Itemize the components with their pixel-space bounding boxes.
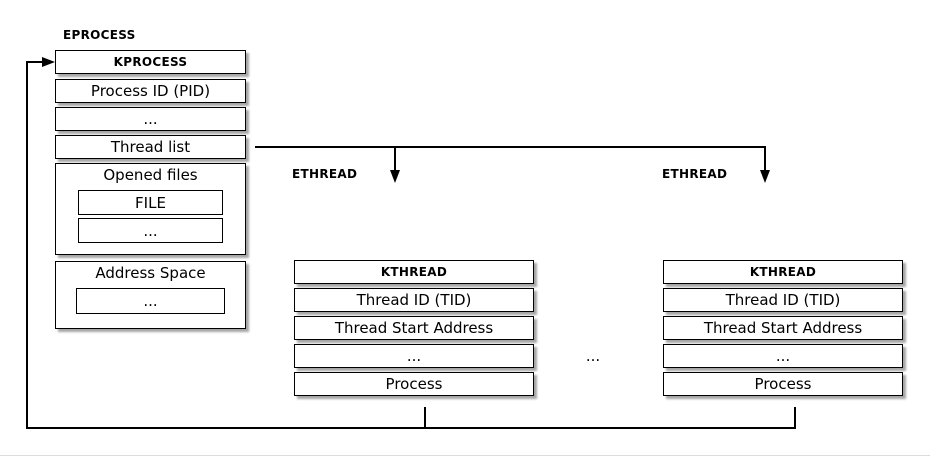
ethread-right-row-ellipsis: ... (663, 344, 903, 368)
eprocess-row-ellipsis: ... (55, 107, 246, 131)
opened-files-title: Opened files (103, 166, 198, 184)
address-space-group: Address Space ... (55, 261, 246, 329)
eprocess-row-thread-list: Thread list (55, 135, 246, 159)
kprocess-arrowhead-icon (42, 57, 55, 67)
ethread-right-row-kthread: KTHREAD (663, 260, 903, 284)
address-space-ellipsis-cell: ... (76, 288, 225, 314)
eprocess-row-kprocess: KPROCESS (55, 50, 246, 74)
process-left-stub-line (424, 407, 426, 428)
address-space-title: Address Space (95, 264, 206, 282)
eprocess-label: EPROCESS (63, 28, 136, 42)
kprocess-text: KPROCESS (113, 55, 188, 69)
ethread-left-drop-line (394, 146, 396, 172)
threads-ellipsis: ... (585, 347, 601, 365)
ethread-left-row-tid: Thread ID (TID) (294, 288, 534, 312)
eprocess-row-pid: Process ID (PID) (55, 79, 246, 103)
loop-arrow-segment-line (26, 61, 43, 63)
opened-files-group: Opened files FILE ... (55, 163, 246, 255)
frame-bottom-edge (0, 455, 930, 456)
ethread-left-row-kthread: KTHREAD (294, 260, 534, 284)
kthread-left-text: KTHREAD (380, 265, 448, 279)
ethread-right-drop-line (764, 146, 766, 172)
ethread-right-row-start-address: Thread Start Address (663, 316, 903, 340)
file-cell: FILE (78, 190, 223, 215)
kthread-right-text: KTHREAD (749, 265, 817, 279)
ethread-left-row-ellipsis: ... (294, 344, 534, 368)
ethread-left-label: ETHREAD (292, 167, 358, 181)
ethread-left-row-process: Process (294, 372, 534, 396)
ethread-right-row-tid: Thread ID (TID) (663, 288, 903, 312)
loop-left-line (26, 61, 28, 429)
file-ellipsis-cell: ... (78, 218, 223, 243)
ethread-left-arrowhead-icon (390, 170, 400, 183)
process-right-stub-line (794, 407, 796, 428)
thread-list-connector-line (255, 146, 766, 148)
loop-bottom-line (26, 427, 796, 429)
ethread-right-label: ETHREAD (662, 167, 728, 181)
ethread-right-row-process: Process (663, 372, 903, 396)
ethread-left-row-start-address: Thread Start Address (294, 316, 534, 340)
ethread-right-arrowhead-icon (760, 170, 770, 183)
